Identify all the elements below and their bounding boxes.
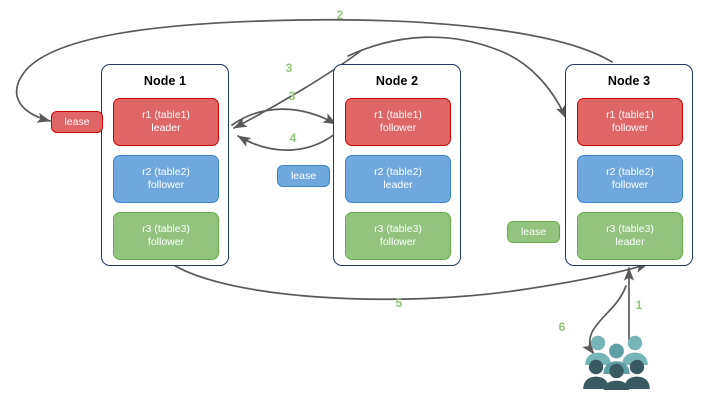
replica-node2-r3[interactable]: r3 (table3) follower (345, 212, 451, 260)
node-title-1: Node 1 (143, 74, 187, 88)
edge-5 (171, 262, 649, 301)
replica-role: follower (379, 236, 417, 248)
replica-name: r2 (table2) (142, 166, 190, 178)
replica-node1-r1[interactable]: r1 (table1) leader (113, 98, 219, 146)
replica-node2-r2[interactable]: r2 (table2) leader (345, 155, 451, 203)
lease-badge-red[interactable]: lease (51, 111, 103, 133)
replica-node1-r3[interactable]: r3 (table3) follower (113, 212, 219, 260)
node-title-2: Node 2 (375, 74, 419, 88)
step-label-2: 2 (336, 8, 344, 22)
replica-role: follower (379, 122, 417, 134)
replica-role: leader (151, 122, 181, 134)
users-front-row (583, 359, 650, 390)
replica-node2-r1[interactable]: r1 (table1) follower (345, 98, 451, 146)
replica-name: r1 (table1) (374, 109, 422, 121)
step-label-3-upper: 3 (285, 61, 293, 75)
replica-role: follower (611, 122, 649, 134)
replica-node3-r2[interactable]: r2 (table2) follower (577, 155, 683, 203)
node-container-2[interactable]: Node 2 r1 (table1) follower r2 (table2) … (333, 64, 461, 266)
replica-name: r1 (table1) (606, 109, 654, 121)
step-label-5: 5 (395, 296, 403, 310)
replica-role: leader (615, 236, 645, 248)
node-container-1[interactable]: Node 1 r1 (table1) leader r2 (table2) fo… (101, 64, 229, 266)
replica-name: r2 (table2) (374, 166, 422, 178)
step-label-6: 6 (558, 320, 566, 334)
lease-badge-blue[interactable]: lease (277, 165, 330, 187)
replica-role: follower (147, 236, 185, 248)
node-container-3[interactable]: Node 3 r1 (table1) follower r2 (table2) … (565, 64, 693, 266)
node-title-3: Node 3 (607, 74, 651, 88)
replica-role: leader (383, 179, 413, 191)
replica-role: follower (147, 179, 185, 191)
replica-node1-r2[interactable]: r2 (table2) follower (113, 155, 219, 203)
edge-3-lower (231, 108, 337, 126)
lease-badge-green[interactable]: lease (507, 221, 560, 243)
step-label-1: 1 (635, 298, 643, 312)
step-label-4: 4 (289, 131, 297, 145)
users-group-icon (583, 335, 650, 390)
replica-name: r2 (table2) (606, 166, 654, 178)
step-label-3-lower: 3 (288, 89, 296, 103)
replica-name: r1 (table1) (142, 109, 190, 121)
replica-node3-r3[interactable]: r3 (table3) leader (577, 212, 683, 260)
replica-name: r3 (table3) (142, 223, 190, 235)
replica-role: follower (611, 179, 649, 191)
replica-node3-r1[interactable]: r1 (table1) follower (577, 98, 683, 146)
replica-name: r3 (table3) (374, 223, 422, 235)
replica-name: r3 (table3) (606, 223, 654, 235)
